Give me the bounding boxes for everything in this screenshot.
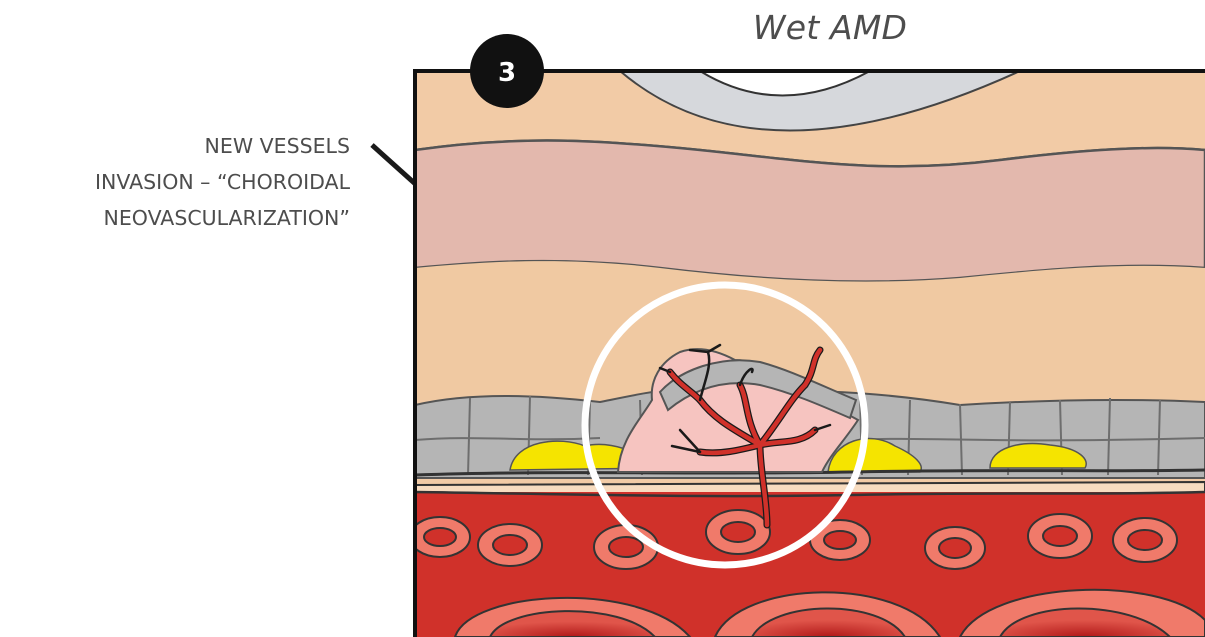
step-number: 3 [498,58,516,88]
retina-panel [410,71,1205,637]
pink-layer [415,141,1205,282]
step-badge: 3 [470,34,544,108]
